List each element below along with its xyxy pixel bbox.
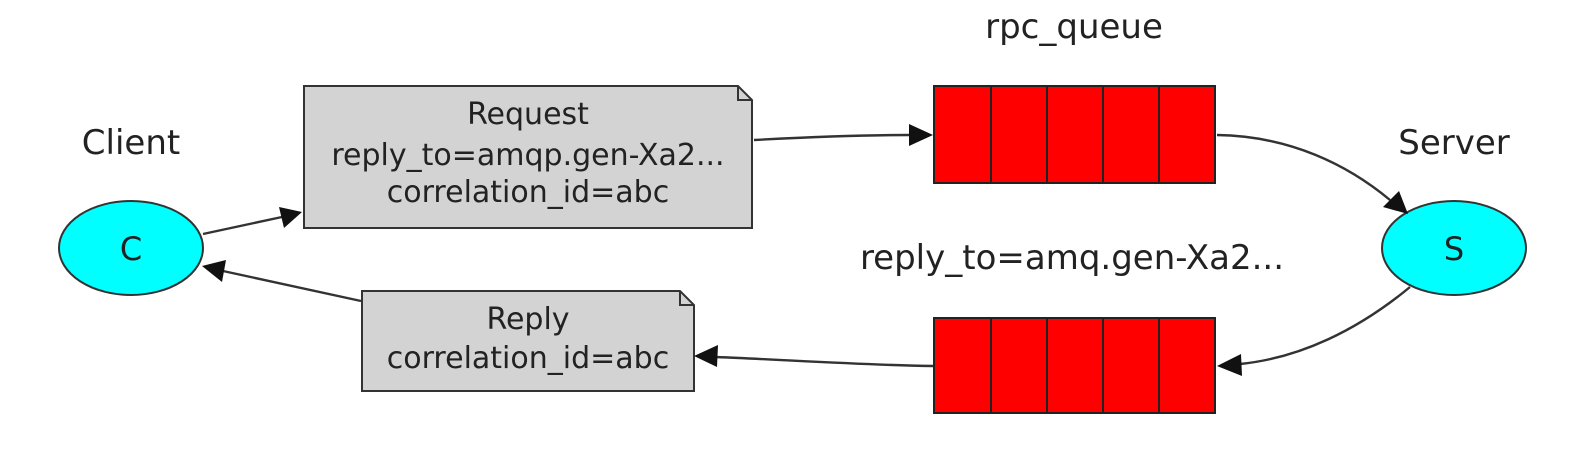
server-node: Server S — [1381, 123, 1527, 296]
arrowhead-server-to-reply-queue — [1217, 354, 1242, 376]
reply-queue-slot — [1158, 317, 1216, 414]
arrowhead-request-to-queue — [909, 124, 933, 146]
arrowhead-queue-to-server — [1383, 191, 1408, 214]
request-queue: rpc_queue — [933, 7, 1216, 184]
request-queue-slot — [933, 85, 992, 184]
reply-queue-label: reply_to=amq.gen-Xa2... — [860, 238, 1284, 278]
edge-request-to-queue — [753, 133, 911, 142]
request-message-line-1: Request — [467, 97, 589, 132]
reply-queue-slot — [1102, 317, 1160, 414]
request-queue-slot — [1102, 85, 1160, 184]
reply-queue-slot — [933, 317, 992, 414]
request-message-line-2: reply_to=amqp.gen-Xa2... — [331, 138, 724, 173]
request-queue-slot — [1158, 85, 1216, 184]
reply-queue-slot — [990, 317, 1048, 414]
reply-note-shape — [361, 290, 695, 392]
request-queue-label: rpc_queue — [985, 7, 1163, 47]
reply-queue-slot — [1046, 317, 1104, 414]
request-queue-slot — [1046, 85, 1104, 184]
server-title: Server — [1398, 123, 1510, 163]
arrowhead-client-to-request — [279, 207, 302, 228]
arrowhead-reply-queue-to-reply — [694, 345, 718, 367]
edges — [202, 124, 1411, 376]
client-letter: C — [120, 230, 142, 268]
server-ellipse — [1381, 200, 1527, 296]
reply-message: Reply correlation_id=abc — [361, 290, 695, 392]
edge-reply-to-client — [222, 269, 362, 303]
edge-client-to-request — [202, 215, 283, 236]
client-ellipse — [58, 200, 204, 296]
request-note-shape — [303, 85, 753, 229]
reply-message-line-2: correlation_id=abc — [387, 341, 669, 376]
client-node: Client C — [58, 123, 204, 296]
request-message: Request reply_to=amqp.gen-Xa2... correla… — [303, 85, 753, 229]
client-title: Client — [82, 123, 180, 163]
request-note-fold — [737, 86, 752, 101]
server-letter: S — [1444, 230, 1464, 268]
reply-message-line-1: Reply — [486, 302, 569, 337]
arrowhead-reply-to-client — [202, 260, 226, 282]
edge-queue-to-server — [1216, 133, 1391, 201]
reply-note-fold — [679, 291, 694, 306]
edge-reply-queue-to-reply — [715, 355, 934, 368]
reply-queue: reply_to=amq.gen-Xa2... — [860, 238, 1284, 414]
request-queue-slot — [990, 85, 1048, 184]
edge-server-to-reply-queue — [1239, 286, 1411, 366]
request-message-line-3: correlation_id=abc — [387, 175, 669, 210]
